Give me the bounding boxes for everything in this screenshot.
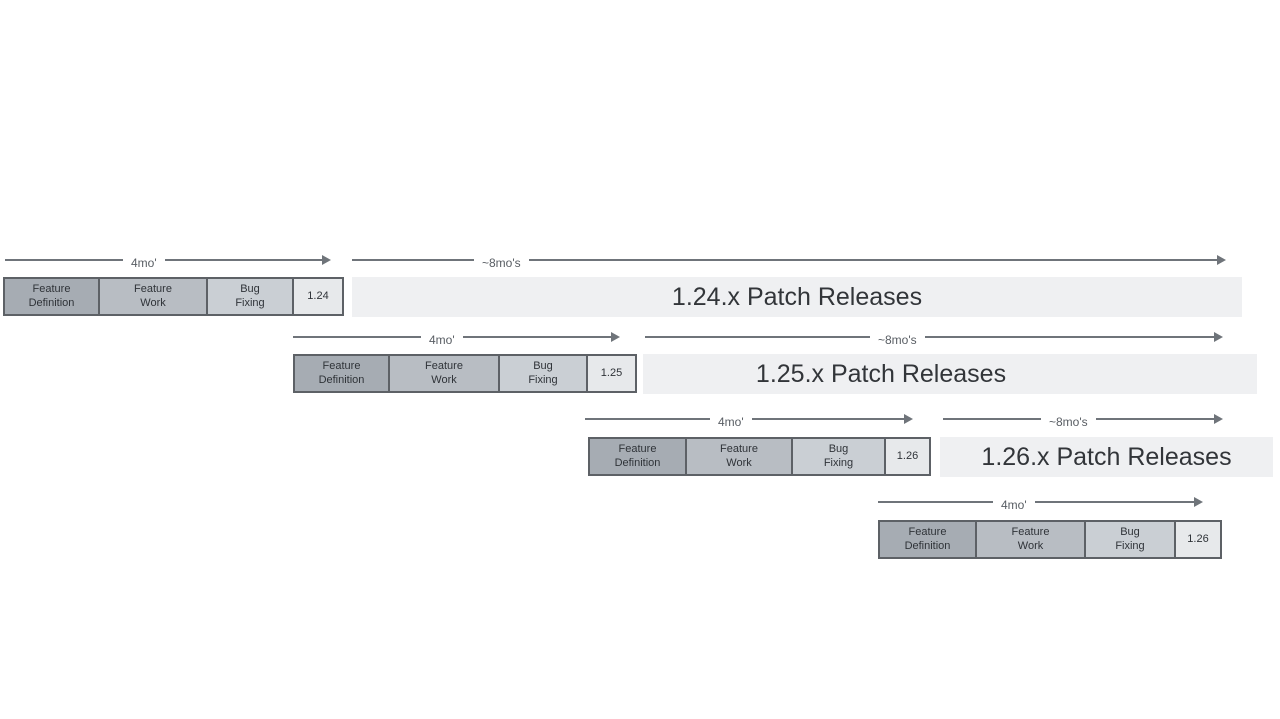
patch-duration-label: ~8mo's: [1049, 415, 1088, 429]
phase-box-feature-definition: Feature Definition: [3, 277, 100, 316]
phase-box-feature-work: Feature Work: [388, 354, 500, 393]
patch-duration-arrow: ~8mo's: [645, 330, 1223, 350]
phase-box-bug-fixing: Bug Fixing: [206, 277, 294, 316]
arrowhead-icon: [1194, 497, 1203, 507]
phase-label: Bug Fixing: [823, 442, 854, 469]
arrowhead-icon: [1214, 332, 1223, 342]
phase-boxes: Feature Definition Feature Work Bug Fixi…: [293, 354, 637, 393]
feature-duration-arrow: 4mo': [878, 495, 1203, 515]
phase-box-feature-definition: Feature Definition: [878, 520, 977, 559]
patch-releases-bar: 1.24.x Patch Releases: [352, 277, 1242, 317]
phase-box-bug-fixing: Bug Fixing: [791, 437, 886, 476]
version-box: 1.24: [292, 277, 344, 316]
arrow-line: [924, 336, 1214, 338]
patch-releases-bar: 1.26.x Patch Releases: [940, 437, 1273, 477]
phase-boxes: Feature Definition Feature Work Bug Fixi…: [878, 520, 1222, 559]
phase-box-bug-fixing: Bug Fixing: [498, 354, 588, 393]
phase-label: Feature Work: [1011, 525, 1050, 552]
phase-label: Feature Definition: [614, 442, 661, 469]
phase-box-bug-fixing: Bug Fixing: [1084, 520, 1176, 559]
patch-releases-label: 1.26.x Patch Releases: [981, 442, 1232, 471]
arrowhead-icon: [904, 414, 913, 424]
arrow-line: [943, 418, 1041, 420]
arrow-line: [293, 336, 421, 338]
version-label: 1.25: [600, 366, 623, 379]
version-label: 1.26: [1187, 532, 1209, 545]
phase-box-feature-work: Feature Work: [98, 277, 208, 316]
arrow-line: [352, 259, 474, 261]
version-box: 1.26: [1174, 520, 1222, 559]
phase-label: Bug Fixing: [235, 282, 265, 309]
arrowhead-icon: [1217, 255, 1226, 265]
version-label: 1.26: [896, 449, 919, 462]
arrow-line: [645, 336, 870, 338]
version-box: 1.25: [586, 354, 637, 393]
feature-duration-arrow: 4mo': [585, 412, 913, 432]
feature-duration-arrow: 4mo': [5, 253, 331, 273]
feature-duration-label: 4mo': [718, 415, 744, 429]
phase-boxes: Feature Definition Feature Work Bug Fixi…: [588, 437, 931, 476]
phase-label: Feature Definition: [28, 282, 75, 309]
phase-label: Feature Work: [720, 442, 758, 469]
phase-box-feature-work: Feature Work: [975, 520, 1086, 559]
feature-duration-label: 4mo': [1001, 498, 1027, 512]
feature-duration-label: 4mo': [131, 256, 157, 270]
feature-duration-arrow: 4mo': [293, 330, 620, 350]
patch-releases-bar: 1.25.x Patch Releases: [643, 354, 1257, 394]
phase-box-feature-definition: Feature Definition: [293, 354, 390, 393]
arrow-line: [462, 336, 611, 338]
version-box: 1.26: [884, 437, 931, 476]
patch-duration-arrow: ~8mo's: [943, 412, 1223, 432]
phase-label: Feature Definition: [904, 525, 951, 552]
feature-duration-label: 4mo': [429, 333, 455, 347]
arrow-line: [1034, 501, 1194, 503]
arrow-line: [1095, 418, 1214, 420]
phase-box-feature-work: Feature Work: [685, 437, 793, 476]
phase-label: Feature Work: [425, 359, 463, 386]
patch-releases-label: 1.25.x Patch Releases: [755, 359, 1007, 388]
arrowhead-icon: [322, 255, 331, 265]
phase-label: Feature Definition: [318, 359, 365, 386]
phase-label: Bug Fixing: [528, 359, 558, 386]
arrowhead-icon: [1214, 414, 1223, 424]
arrow-line: [164, 259, 322, 261]
patch-releases-label: 1.24.x Patch Releases: [671, 282, 923, 311]
patch-duration-label: ~8mo's: [482, 256, 521, 270]
patch-duration-label: ~8mo's: [878, 333, 917, 347]
arrow-line: [5, 259, 123, 261]
version-label: 1.24: [307, 289, 329, 302]
patch-duration-arrow: ~8mo's: [352, 253, 1226, 273]
arrow-line: [585, 418, 710, 420]
phase-box-feature-definition: Feature Definition: [588, 437, 687, 476]
arrow-line: [751, 418, 904, 420]
arrow-line: [528, 259, 1217, 261]
arrowhead-icon: [611, 332, 620, 342]
phase-boxes: Feature Definition Feature Work Bug Fixi…: [3, 277, 344, 316]
phase-label: Feature Work: [134, 282, 172, 309]
phase-label: Bug Fixing: [1115, 525, 1145, 552]
arrow-line: [878, 501, 993, 503]
